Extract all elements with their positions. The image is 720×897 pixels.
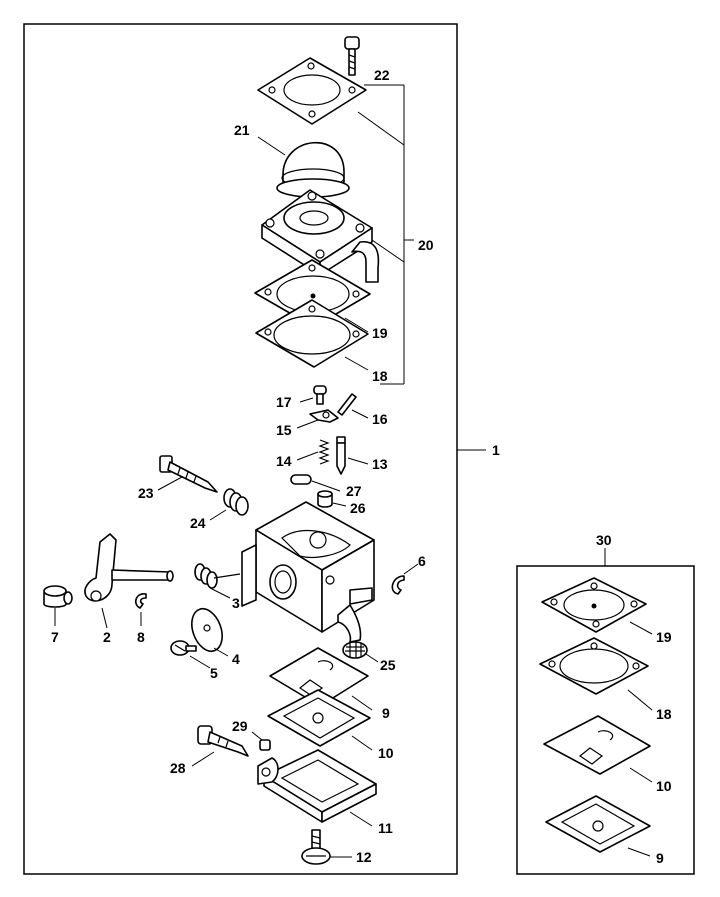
label-5: 5 bbox=[210, 665, 218, 681]
label-11: 11 bbox=[378, 820, 393, 836]
label-12: 12 bbox=[356, 849, 372, 865]
label-23: 23 bbox=[138, 485, 154, 501]
kit-gasket-9 bbox=[545, 795, 651, 853]
kit-plate-10 bbox=[543, 715, 651, 775]
spring-3 bbox=[194, 563, 241, 589]
clip-8 bbox=[134, 593, 147, 609]
label-16: 16 bbox=[372, 411, 388, 427]
label-30: 30 bbox=[596, 532, 612, 548]
throttle-shaft-2 bbox=[84, 533, 174, 602]
screw-22 bbox=[344, 36, 360, 76]
screw-5 bbox=[170, 640, 197, 656]
label-7: 7 bbox=[51, 629, 59, 645]
kit-label-9: 9 bbox=[656, 850, 664, 866]
screw-17 bbox=[313, 385, 327, 405]
jet-29 bbox=[259, 739, 271, 751]
label-27: 27 bbox=[346, 483, 362, 499]
label-26: 26 bbox=[350, 500, 366, 516]
kit-diaphragm-19 bbox=[541, 577, 647, 633]
label-8: 8 bbox=[137, 629, 145, 645]
cap-26 bbox=[317, 490, 333, 508]
bracket-20 bbox=[364, 84, 414, 385]
carburetor-body bbox=[241, 501, 375, 643]
kit-gasket-18 bbox=[539, 637, 649, 695]
label-17: 17 bbox=[276, 394, 292, 410]
throttle-disc-4 bbox=[191, 607, 223, 653]
kit-label-19: 19 bbox=[656, 629, 672, 645]
label-6: 6 bbox=[418, 553, 426, 569]
main-assembly-frame bbox=[23, 23, 458, 875]
bushing-7 bbox=[43, 585, 73, 608]
primer-bulb-21 bbox=[276, 141, 350, 198]
label-19: 19 bbox=[372, 325, 388, 341]
label-24: 24 bbox=[190, 515, 206, 531]
gasket-10 bbox=[267, 689, 371, 747]
screw-12 bbox=[301, 829, 331, 865]
label-25: 25 bbox=[380, 657, 396, 673]
spring-24 bbox=[223, 488, 249, 516]
label-29: 29 bbox=[232, 718, 248, 734]
kit-label-18: 18 bbox=[656, 706, 672, 722]
label-10: 10 bbox=[378, 745, 394, 761]
label-21: 21 bbox=[234, 122, 250, 138]
kit-label-10: 10 bbox=[656, 778, 672, 794]
label-2: 2 bbox=[103, 629, 111, 645]
circlip-6 bbox=[391, 575, 405, 595]
lever-15 bbox=[309, 409, 339, 423]
label-1: 1 bbox=[492, 442, 500, 458]
label-14: 14 bbox=[276, 453, 292, 469]
label-15: 15 bbox=[276, 422, 292, 438]
label-18: 18 bbox=[372, 368, 388, 384]
plug-27 bbox=[290, 474, 312, 485]
spring-14 bbox=[318, 439, 330, 465]
metering-plate-9 bbox=[269, 647, 369, 707]
filter-screen-25 bbox=[342, 641, 368, 659]
label-28: 28 bbox=[170, 760, 186, 776]
pin-16 bbox=[337, 393, 357, 416]
cover-11 bbox=[257, 749, 377, 823]
adjusting-screw-23 bbox=[159, 455, 218, 493]
label-9: 9 bbox=[382, 705, 390, 721]
gasket-18 bbox=[255, 299, 369, 368]
adjusting-screw-28 bbox=[197, 725, 249, 757]
label-3: 3 bbox=[232, 595, 240, 611]
label-20: 20 bbox=[418, 237, 434, 253]
cover-plate-20 bbox=[257, 57, 367, 125]
label-22: 22 bbox=[374, 67, 390, 83]
inlet-needle-13 bbox=[336, 436, 346, 475]
label-13: 13 bbox=[372, 456, 388, 472]
label-4: 4 bbox=[232, 651, 240, 667]
